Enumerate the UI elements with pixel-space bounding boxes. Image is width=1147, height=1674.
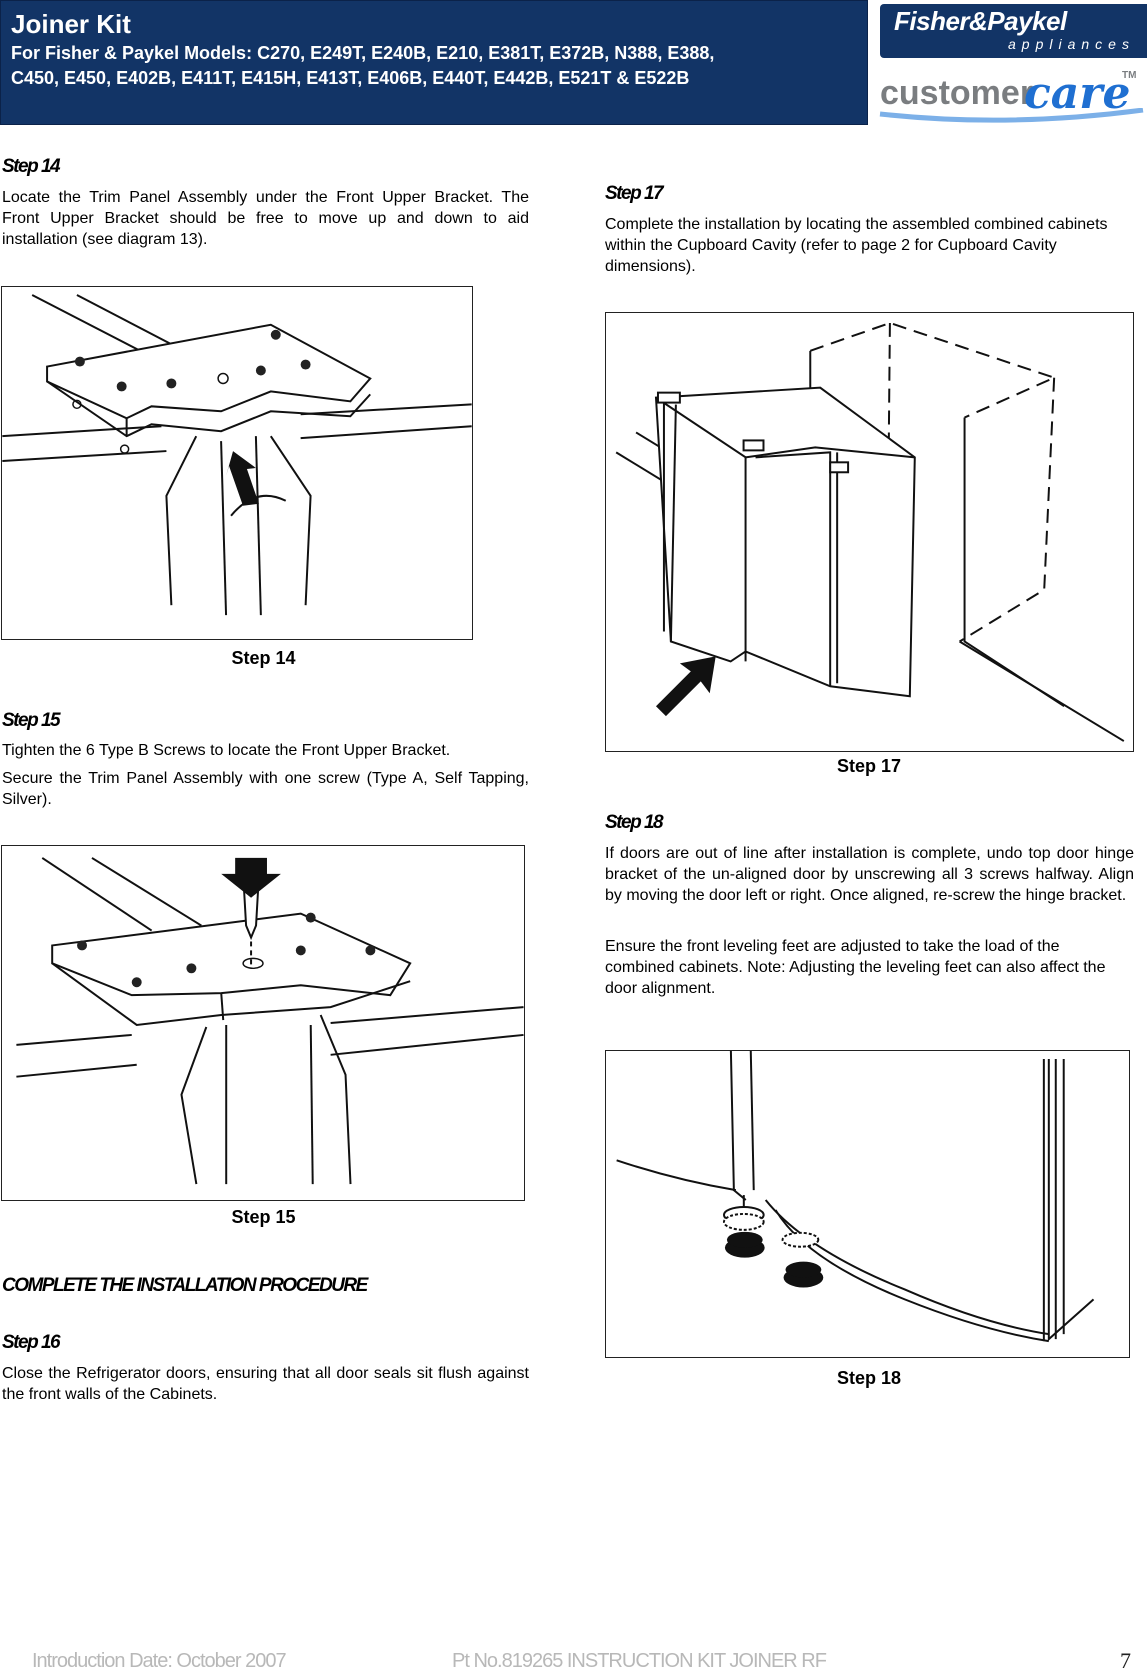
bracket-screw-illustration <box>16 857 524 1185</box>
step14-diagram <box>1 286 473 640</box>
step14-text: Locate the Trim Panel Assembly under the… <box>2 189 529 248</box>
step14-heading: Step 14 <box>2 156 61 177</box>
step14-caption: Step 14 <box>231 648 296 668</box>
care-swoosh-icon <box>879 108 1144 123</box>
step17-diagram <box>605 312 1134 752</box>
step17-heading: Step 17 <box>605 183 664 204</box>
section-heading: COMPLETE THE INSTALLATION PROCEDURE <box>2 1275 368 1296</box>
care-logo-script: care <box>1024 68 1131 119</box>
model-list-line-1: For Fisher & Paykel Models: C270, E249T,… <box>11 43 715 63</box>
step17-caption: Step 17 <box>836 756 902 776</box>
model-list-line-2: C450, E450, E402B, E411T, E415H, E413T, … <box>11 68 690 88</box>
document-title: Joiner Kit <box>11 9 131 39</box>
customer-care-logo: customer care TM <box>878 68 1147 128</box>
leveling-feet-illustration <box>616 1051 1095 1343</box>
cabinet-installation-illustration <box>615 321 1125 742</box>
step18-heading: Step 18 <box>605 812 664 833</box>
footer-introduction-date: Introduction Date: October 2007 <box>32 1650 287 1672</box>
step15-text-2: Secure the Trim Panel Assembly with one … <box>2 770 529 808</box>
step18-caption: Step 18 <box>836 1368 902 1388</box>
page-number: 7 <box>1120 1648 1131 1673</box>
header-banner: Joiner Kit For Fisher & Paykel Models: C… <box>0 0 868 125</box>
step15-caption: Step 15 <box>231 1207 296 1227</box>
step15-text-1: Tighten the 6 Type B Screws to locate th… <box>2 742 451 759</box>
care-logo-word: customer <box>880 74 1034 112</box>
down-arrow-icon <box>221 857 281 898</box>
model-list: For Fisher & Paykel Models: C270, E249T,… <box>11 41 861 91</box>
bracket-assembly-illustration <box>2 294 472 616</box>
fisher-paykel-logo: Fisher&Paykel appliances <box>880 4 1147 58</box>
step18-text-1: If doors are out of line after installat… <box>605 845 1134 904</box>
push-arrow-icon <box>655 656 716 717</box>
step17-text: Complete the installation by locating th… <box>605 216 1108 275</box>
brand-subtitle: appliances <box>1008 36 1135 52</box>
up-arrow-icon <box>226 451 259 506</box>
brand-name: Fisher&Paykel <box>894 6 1067 36</box>
leveling-foot-icon <box>722 1205 765 1258</box>
footer-part-number: Pt No.819265 INSTRUCTION KIT JOINER RF <box>452 1650 827 1672</box>
leveling-foot-icon <box>781 1231 824 1288</box>
step16-heading: Step 16 <box>2 1332 61 1353</box>
step15-diagram <box>1 845 525 1201</box>
step18-text-2: Ensure the front leveling feet are adjus… <box>605 938 1106 997</box>
step16-text: Close the Refrigerator doors, ensuring t… <box>2 1365 529 1403</box>
step18-diagram <box>605 1050 1130 1358</box>
step15-heading: Step 15 <box>2 710 61 731</box>
trademark-mark: TM <box>1122 70 1137 81</box>
